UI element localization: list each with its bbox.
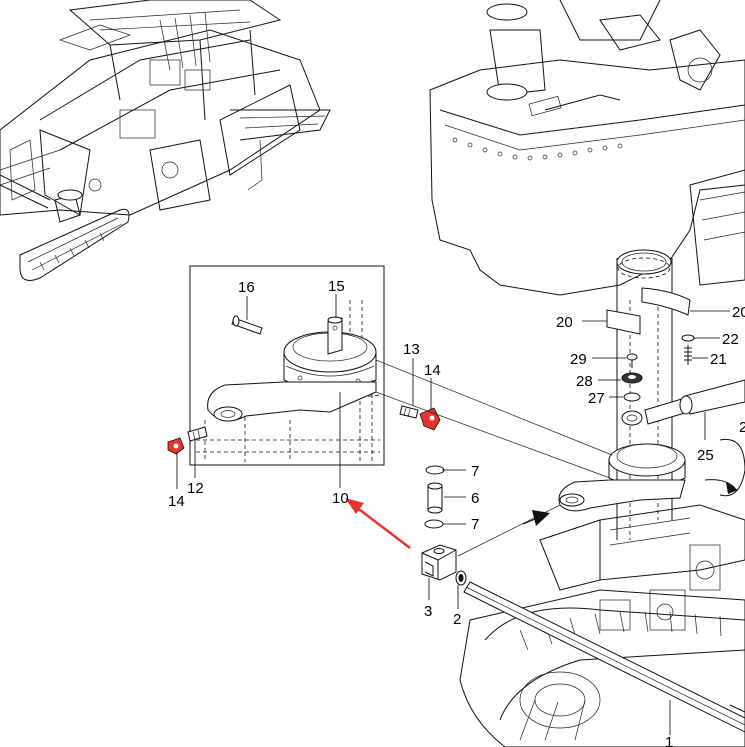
callout-labels: 16 15 13 14 14 12 10 7 6 7 3 2 1 20 20 2… [168,278,745,747]
callout-1: 1 [665,734,673,747]
callout-12: 12 [187,480,204,497]
callout-7-bottom: 7 [471,516,479,533]
leader-lines [176,294,730,735]
callout-6: 6 [471,490,479,507]
pointer-arrow-red [345,498,411,549]
center-pin-parts [421,465,561,586]
pointer-arrow-black [522,510,550,526]
callout-25: 25 [697,447,714,464]
highlighted-part-14 [167,407,441,455]
callout-28: 28 [576,373,593,390]
callout-15: 15 [328,278,345,295]
callout-2: 2 [453,611,461,628]
callout-20-right: 20 [732,304,745,321]
callout-22: 22 [722,331,739,348]
projection-lines [375,359,613,479]
callout-20-left: 20 [556,314,573,331]
callout-16: 16 [238,279,255,296]
inset-detail-box [187,265,419,466]
callout-27: 27 [588,390,605,407]
callout-14-top: 14 [424,362,441,379]
machine-overview-illustration [0,0,331,281]
callout-14-left: 14 [168,493,185,510]
callout-3: 3 [424,603,432,620]
callout-10: 10 [332,490,349,507]
callout-7-top: 7 [471,463,479,480]
machine-frame-detail [429,0,745,747]
callout-2-edge: 2 [739,419,745,436]
callout-21: 21 [710,351,727,368]
callout-29: 29 [570,351,587,368]
callout-13: 13 [403,341,420,358]
